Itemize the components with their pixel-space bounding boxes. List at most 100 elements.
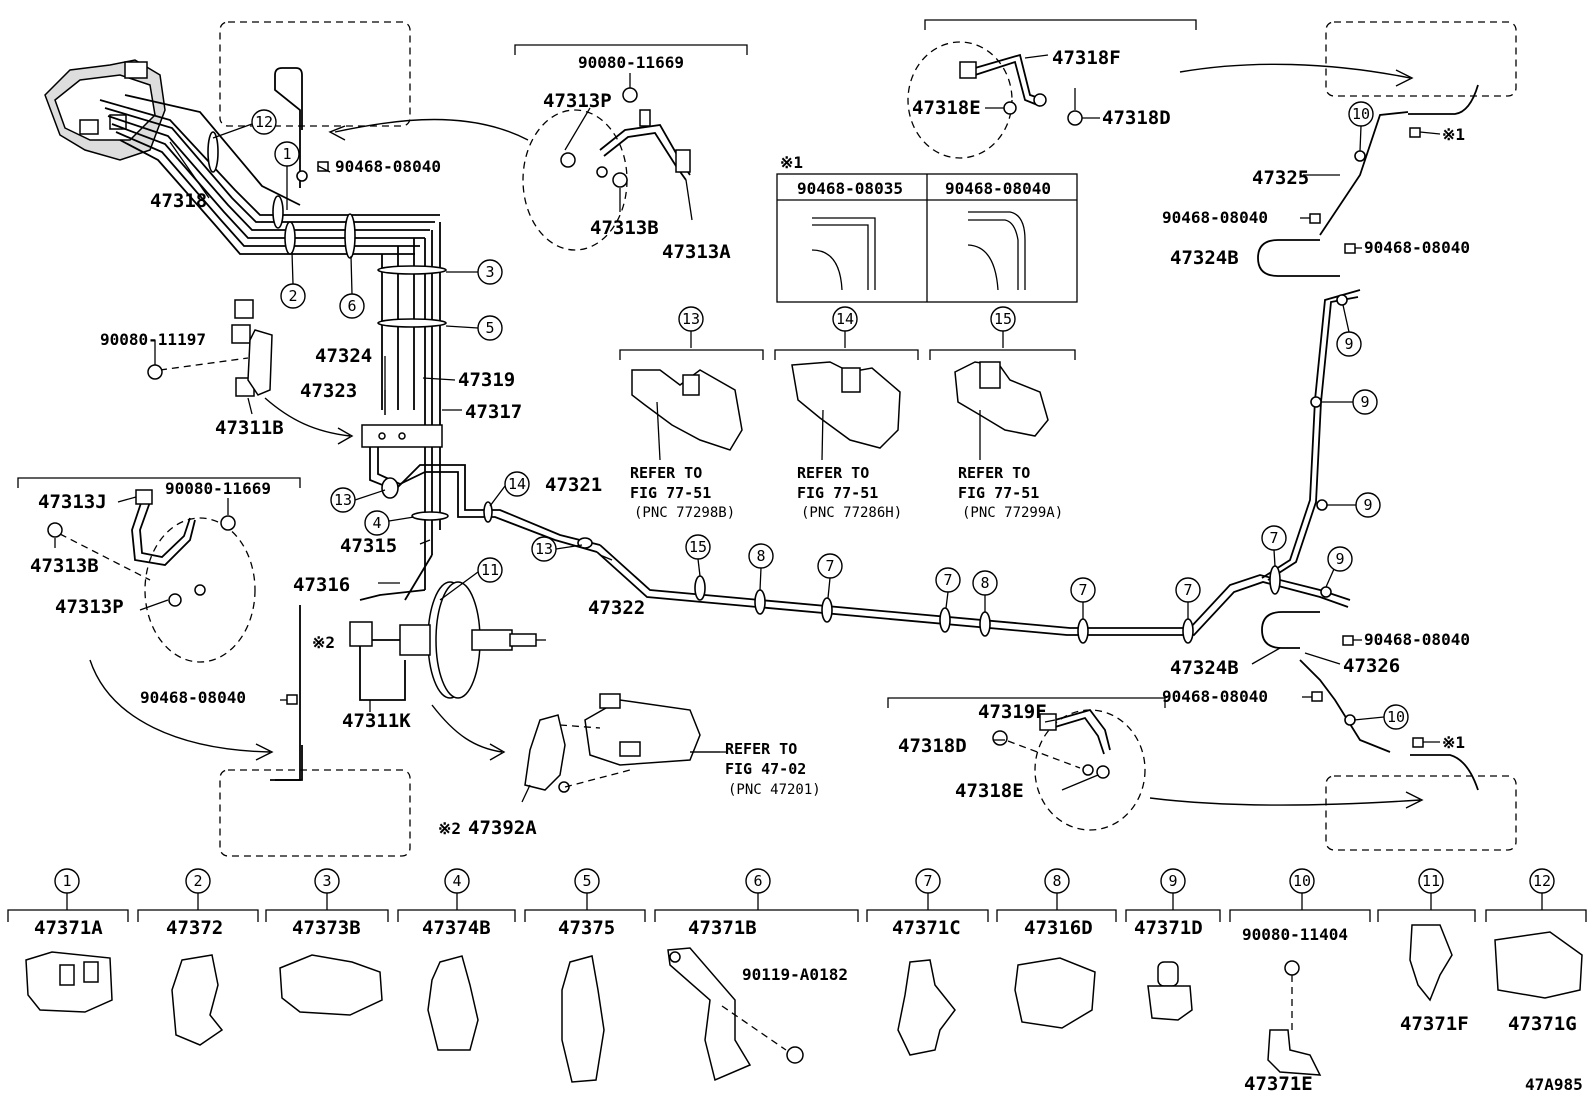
svg-text:9: 9: [1168, 872, 1177, 890]
svg-text:13: 13: [682, 310, 700, 328]
callout-13-left: 13: [330, 487, 356, 513]
svg-text:7: 7: [923, 872, 932, 890]
svg-text:47371G: 47371G: [1508, 1013, 1577, 1035]
svg-text:5: 5: [582, 872, 591, 890]
label-47313B-top: 47313B: [590, 217, 659, 239]
label-47321: 47321: [545, 474, 602, 496]
label-90468-08040-b: 90468-08040: [140, 688, 246, 707]
brake-pipe-47322-main-run: [596, 544, 1351, 636]
callout-8-a: 8: [748, 543, 774, 569]
callout-13-main: 13: [531, 536, 557, 562]
note-table-col2: 90468-08040: [945, 179, 1051, 198]
callout-9-c: 9: [1352, 389, 1378, 415]
brake-hose-47318F-assembly: [907, 41, 1083, 159]
label-47324B-lower: 47324B: [1170, 657, 1239, 679]
svg-text:7: 7: [825, 557, 834, 575]
svg-text:7: 7: [1269, 529, 1278, 547]
label-47311K: 47311K: [342, 710, 411, 732]
legend-item-7: 7 47371C: [866, 868, 989, 1056]
svg-text:47375: 47375: [558, 917, 615, 939]
label-47311B: 47311B: [215, 417, 284, 439]
callout-14: 14: [504, 471, 530, 497]
label-90468-08040-d: 90468-08040: [1364, 238, 1470, 257]
legend-item-12: 12 47371G: [1485, 868, 1587, 1035]
svg-text:13: 13: [334, 491, 352, 509]
svg-text:REFER TO: REFER TO: [797, 464, 869, 482]
label-90468-08040-c: 90468-08040: [1162, 208, 1268, 227]
label-47325: 47325: [1252, 167, 1309, 189]
bracket-47311B: [147, 299, 443, 448]
label-90080-11197: 90080-11197: [100, 330, 206, 349]
legend-item-6: 6 47371B 90119-A0182: [654, 868, 859, 1082]
legend-item-3: 3 47373B: [265, 868, 389, 1016]
note-table-mark1: ※1 90468-08035 90468-08040: [776, 153, 1078, 303]
label-90080-11404: 90080-11404: [1242, 925, 1348, 944]
note-mark1-b: ※1: [1442, 733, 1465, 752]
callout-7-e: 7: [1261, 525, 1287, 551]
dashed-box-top-right: [1325, 21, 1517, 97]
arrow-to-master-cylinder: [431, 704, 506, 761]
proportioning-valve: [349, 621, 431, 701]
brake-pipe-right-vertical: [1261, 111, 1409, 753]
svg-text:11: 11: [1422, 872, 1440, 890]
brake-hose-47313A-assembly: [522, 87, 691, 251]
label-47322: 47322: [588, 597, 645, 619]
svg-text:47316D: 47316D: [1024, 917, 1093, 939]
svg-text:3: 3: [322, 872, 331, 890]
svg-text:7: 7: [1078, 581, 1087, 599]
label-47326: 47326: [1343, 655, 1400, 677]
svg-text:13: 13: [535, 540, 553, 558]
svg-text:11: 11: [481, 561, 499, 579]
callout-9-a: 9: [1327, 546, 1353, 572]
svg-text:FIG 77-51: FIG 77-51: [958, 484, 1039, 502]
note-mark2-a: ※2: [312, 633, 335, 652]
label-47313A: 47313A: [662, 241, 731, 263]
refer-fig-47-02: REFER TO FIG 47-02 (PNC 47201): [725, 740, 821, 798]
pipe-clamps: [207, 131, 1366, 726]
svg-text:9: 9: [1363, 496, 1372, 514]
legend-item-10: 10 90080-11404 47371E: [1229, 868, 1371, 1095]
label-47318F: 47318F: [1052, 47, 1121, 69]
dashed-box-bottom-right: [1325, 775, 1517, 851]
svg-text:5: 5: [485, 319, 494, 337]
legend-item-11: 11 47371F: [1377, 868, 1476, 1035]
label-47313J: 47313J: [38, 491, 107, 513]
svg-text:12: 12: [255, 113, 273, 131]
note-table-col1: 90468-08035: [797, 179, 903, 198]
svg-text:47372: 47372: [166, 917, 223, 939]
brake-hose-47319F-assembly: [992, 708, 1146, 831]
callout-2: 2: [280, 283, 306, 309]
svg-text:2: 2: [193, 872, 202, 890]
svg-text:10: 10: [1387, 708, 1405, 726]
svg-text:14: 14: [508, 475, 526, 493]
svg-text:8: 8: [756, 547, 765, 565]
arrow-to-top-right-box: [1179, 63, 1414, 87]
svg-text:47374B: 47374B: [422, 917, 491, 939]
callout-11: 11: [477, 557, 503, 583]
svg-text:47371D: 47371D: [1134, 917, 1203, 939]
clamp-ref-13: 13 REFER TO FIG 77-51 (PNC 77298B): [619, 306, 764, 521]
legend-item-9: 9 47371D: [1125, 868, 1221, 1021]
callout-7-c: 7: [1070, 577, 1096, 603]
pipe-stub-top-right: [1408, 84, 1479, 115]
label-47319: 47319: [458, 369, 515, 391]
callout-5: 5: [477, 315, 503, 341]
label-47315: 47315: [340, 535, 397, 557]
svg-text:15: 15: [994, 310, 1012, 328]
callout-6: 6: [339, 293, 365, 319]
callout-4: 4: [364, 510, 390, 536]
legend-item-4: 4 47374B: [397, 868, 516, 1051]
callout-10-a: 10: [1348, 101, 1374, 127]
label-90468-08040-a: 90468-08040: [335, 157, 441, 176]
label-90468-08040-e: 90468-08040: [1364, 630, 1470, 649]
label-47318E-top: 47318E: [912, 97, 981, 119]
svg-text:3: 3: [485, 263, 494, 281]
label-90080-11669-left: 90080-11669: [165, 479, 271, 498]
clamp-ref-14: 14 REFER TO FIG 77-51 (PNC 77286H): [774, 306, 919, 521]
legend-item-8: 8 47316D: [996, 868, 1117, 1029]
svg-text:7: 7: [1183, 581, 1192, 599]
note-mark1-a: ※1: [1442, 125, 1465, 144]
svg-text:15: 15: [689, 538, 707, 556]
svg-text:1: 1: [62, 872, 71, 890]
svg-text:47371F: 47371F: [1400, 1013, 1469, 1035]
